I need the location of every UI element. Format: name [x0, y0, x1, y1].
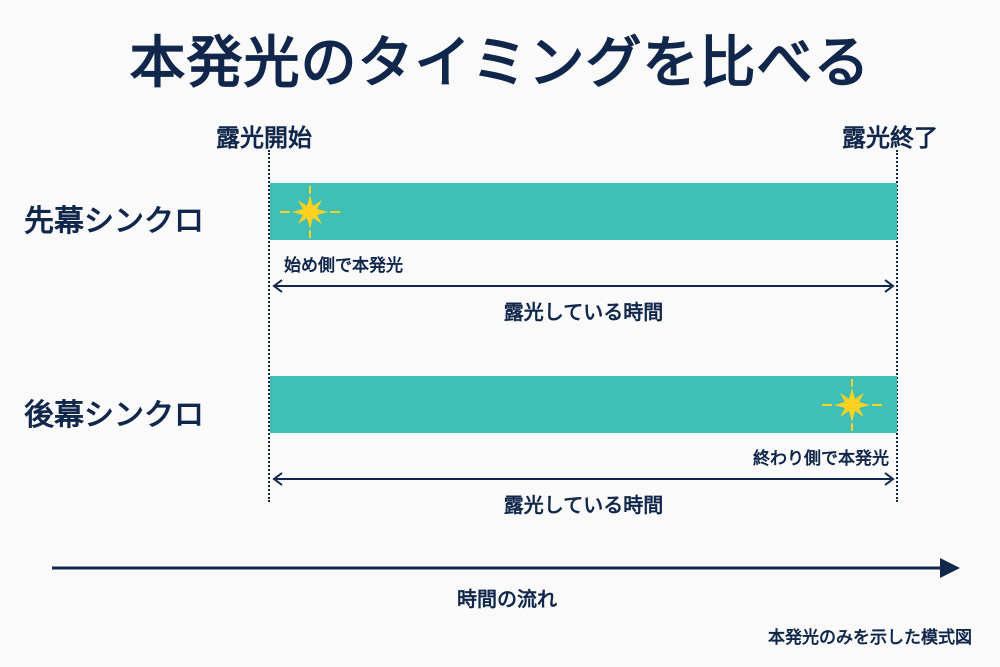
exposure-start-label: 露光開始: [216, 124, 312, 152]
time-axis-label: 時間の流れ: [457, 587, 557, 611]
flash-burst-icon: [822, 379, 882, 431]
front-curtain-exposure-bar: [270, 183, 897, 240]
front-curtain-sync-label: 先幕シンクロ: [24, 204, 204, 239]
diagram-title: 本発光のタイミングを比べる: [129, 31, 871, 96]
time-axis-arrow: [52, 558, 960, 578]
exposure-end-label: 露光終了: [842, 124, 938, 152]
exposure-duration-label: 露光している時間: [503, 300, 664, 324]
exposure-duration-label: 露光している時間: [503, 493, 664, 517]
flash-burst-icon: [280, 186, 340, 238]
rear-curtain-sync-label: 後幕シンクロ: [24, 398, 204, 433]
rear-curtain-flash-note: 終わり側で本発光: [753, 449, 889, 469]
exposure-end-line: [896, 150, 898, 502]
front-curtain-flash-note: 始め側で本発光: [284, 256, 403, 276]
rear-curtain-exposure-bar: [270, 376, 897, 433]
exposure-duration-arrow: [272, 472, 895, 486]
exposure-duration-arrow: [272, 279, 895, 293]
diagram-caption: 本発光のみを示した模式図: [768, 628, 972, 648]
exposure-start-line: [268, 150, 270, 502]
